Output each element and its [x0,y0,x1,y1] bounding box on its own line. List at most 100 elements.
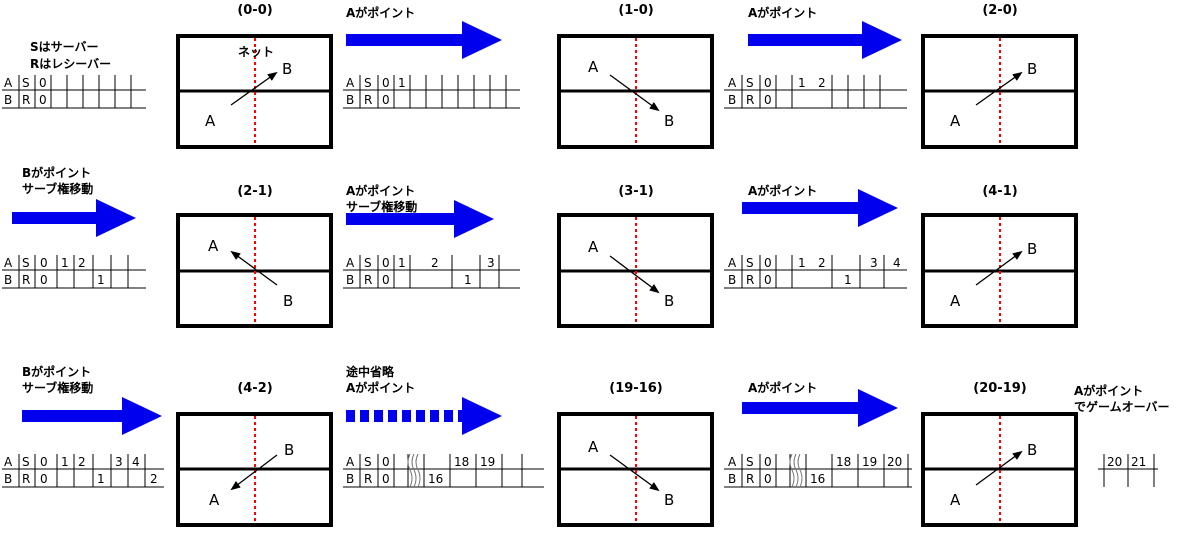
row-2-arrow-1-text-2: サーブ権移動 [346,199,417,214]
court-2: (1-0) A B [557,3,714,149]
sheet-2-row-b: B [346,93,354,107]
dash-segment [444,410,453,422]
court-3-point-a: A [950,112,961,130]
score-cell: 0 [40,256,48,270]
score-cell: 0 [382,273,390,287]
row-1-arrow-2-text: Aがポイント [748,5,817,20]
sheet-6-row-a: A [728,256,737,270]
court-2-point-a: A [588,58,599,76]
court-4-point-b: B [283,292,293,310]
court-3-serve-arrow [975,71,1023,106]
court-9: (20-19) A B [921,381,1078,527]
row-3-left-progress-arrow [22,397,162,435]
row-3-arrow-2: Aがポイント [742,380,898,427]
score-cell: 0 [382,256,390,270]
score-cell: 18 [836,455,851,469]
sheet-9-row-b: B [728,472,736,486]
omission-wave-icon [789,453,803,488]
court-6-point-a: A [950,292,961,310]
score-cell: 0 [40,455,48,469]
dash-segment [416,410,425,422]
score-sheet-9: A S B R 0 0 16 18 19 20 [724,453,912,488]
court-7-point-a: A [209,491,220,509]
row-1-arrow-1: Aがポイント [346,5,502,59]
court-2-score-caption: (1-0) [618,3,653,18]
score-cell: 0 [764,472,772,486]
dash-segment [346,410,355,422]
score-cell: 2 [431,256,439,270]
row-3-arrow-1-text-2: Aがポイント [346,380,415,395]
score-cell: 0 [764,256,772,270]
score-cell: 4 [893,256,901,270]
score-cell: 3 [487,256,495,270]
row-2-progress-arrow-1 [346,200,494,238]
sheet-8-row-s: S [364,455,372,469]
score-sheet-3: A S B R 0 0 1 2 [724,75,907,109]
score-cell: 4 [132,455,140,469]
score-cell: 3 [115,455,123,469]
score-cell: 0 [764,93,772,107]
score-cell: 18 [454,455,469,469]
score-cell: 1 [844,273,852,287]
sheet-5-row-b: B [346,273,354,287]
score-cell: 16 [810,472,825,486]
court-1-point-a: A [205,112,216,130]
row-1-progress-arrow-1 [346,21,502,59]
sheet-7-row-a: A [4,455,13,469]
court-4-score-caption: (2-1) [237,184,272,199]
score-cell: 0 [40,273,48,287]
sheet-5-row-a: A [346,256,355,270]
court-5-serve-arrow [609,255,660,294]
court-6: (4-1) A B [921,184,1078,328]
sheet-4-row-b: B [4,273,12,287]
score-cell: 2 [150,472,158,486]
court-3-score-caption: (2-0) [982,3,1017,18]
sheet-1-row-a: A [4,76,13,90]
row-3-arrow-2-text: Aがポイント [748,380,817,395]
sheet-4-row-s: S [22,256,30,270]
score-cell: 1 [97,472,105,486]
score-cell: 1 [97,273,105,287]
sheet-9-row-s: S [746,455,754,469]
court-7: (4-2) A B [176,381,333,527]
row-3-left-text-1: Bがポイント [22,364,91,379]
score-cell: 1 [464,273,472,287]
score-cell: 19 [480,455,495,469]
score-sheet-6: A S B R 0 0 1 2 1 3 4 [724,255,907,289]
court-1: (0-0) ネット A B [176,3,333,149]
court-9-point-b: B [1027,441,1037,459]
court-2-point-b: B [664,112,674,130]
court-9-serve-arrow [975,450,1023,486]
score-cell: 20 [1107,455,1122,469]
score-cell: 0 [382,472,390,486]
sheet-8-row-r: R [364,472,372,486]
court-5-point-a: A [588,238,599,256]
row-3-progress-arrow-2 [742,389,898,427]
sheet-7-row-r: R [22,472,30,486]
court-4: (2-1) A B [176,184,333,328]
score-cell: 0 [40,472,48,486]
court-5: (3-1) A B [557,184,714,328]
dash-segment [430,410,439,422]
row-1-arrow-1-text: Aがポイント [346,5,415,20]
court-1-score-caption: (0-0) [237,3,272,18]
sheet-1-row-b: B [4,93,12,107]
row-1-arrow-2: Aがポイント [748,5,902,59]
sheet-2-row-s: S [364,76,372,90]
sheet-6-row-r: R [746,273,754,287]
sheet-2-row-a: A [346,76,355,90]
court-2-serve-arrow [609,74,660,112]
sheet-8-row-b: B [346,472,354,486]
score-cell: 20 [887,455,902,469]
court-6-point-b: B [1027,240,1037,258]
sheet-7-row-s: S [22,455,30,469]
sheet-4-row-a: A [4,256,13,270]
row-3-right-text-2: でゲームオーバー [1074,399,1170,414]
court-4-serve-arrow [230,250,278,286]
sheet-9-row-r: R [746,472,754,486]
court-7-point-b: B [284,441,294,459]
row-2-left-progress-arrow [12,199,136,237]
score-cell: 0 [764,76,772,90]
row-3-left-text-2: サーブ権移動 [22,380,93,395]
court-5-score-caption: (3-1) [618,184,653,199]
